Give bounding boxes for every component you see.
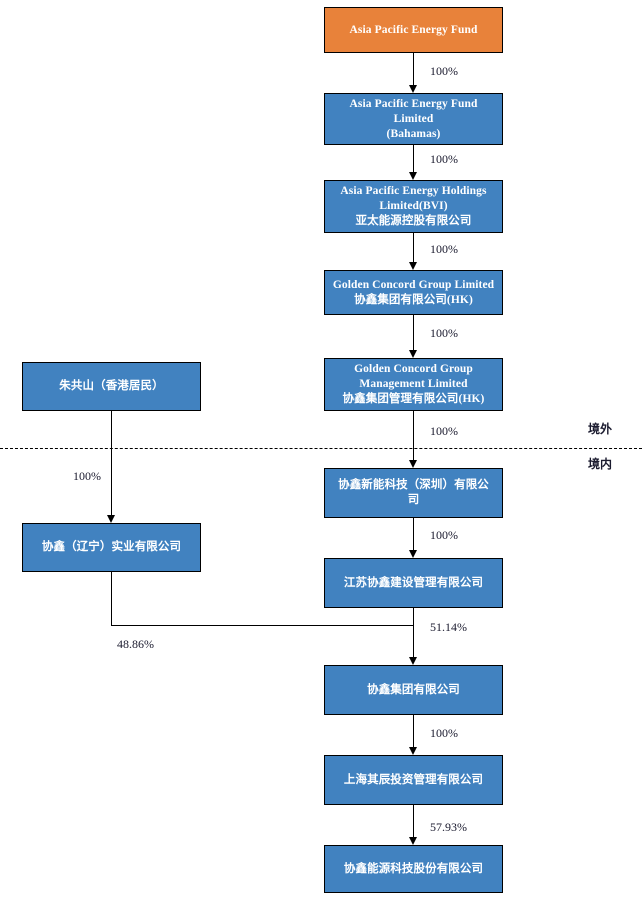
node-asia-pacific-energy-holdings[interactable]: Asia Pacific Energy Holdings Limited(BVI… xyxy=(324,180,503,233)
connector-n6-n7 xyxy=(413,518,414,550)
arrow-n2-n3 xyxy=(409,172,417,180)
edge-label-n2-n3: 100% xyxy=(430,152,458,166)
connector-n3-n4 xyxy=(413,233,414,262)
connector-n7-n8 xyxy=(413,608,414,657)
node-line: 江苏协鑫建设管理有限公司 xyxy=(343,576,484,589)
connector-n1-n2 xyxy=(413,53,414,85)
onshore-offshore-divider xyxy=(0,448,642,449)
node-line: 朱共山（香港居民） xyxy=(59,380,164,392)
node-line: 协鑫能源科技股份有限公司 xyxy=(343,862,484,875)
node-line: Golden Concord Group xyxy=(354,363,473,375)
zone-label-domestic: 境内 xyxy=(588,457,613,471)
node-golden-concord-group-management[interactable]: Golden Concord Group Management Limited … xyxy=(324,358,503,411)
node-gcl-group-co-ltd[interactable]: 协鑫集团有限公司 xyxy=(324,665,503,715)
edge-label-n3-n4: 100% xyxy=(430,242,458,256)
arrow-n6-n7 xyxy=(409,550,417,558)
edge-label-n6-n7: 100% xyxy=(430,528,458,542)
node-line: 协鑫集团有限公司 xyxy=(367,683,460,696)
arrow-n9-n10 xyxy=(409,837,417,845)
node-golden-concord-group-limited[interactable]: Golden Concord Group Limited 协鑫集团有限公司(HK… xyxy=(324,270,503,315)
connector-L2-elbow-vertical xyxy=(111,572,112,625)
zone-label-overseas: 境外 xyxy=(588,422,613,436)
node-shanghai-qichen-investment-management[interactable]: 上海其辰投资管理有限公司 xyxy=(324,755,503,805)
edge-label-n5-n6: 100% xyxy=(430,424,458,438)
edge-label-n9-n10: 57.93% xyxy=(430,820,467,834)
arrow-L1-L2 xyxy=(107,515,115,523)
arrow-n4-n5 xyxy=(409,350,417,358)
node-line: (Bahamas) xyxy=(386,127,441,140)
edge-label-n1-n2: 100% xyxy=(430,64,458,78)
node-line: 协鑫（辽宁）实业有限公司 xyxy=(41,541,182,553)
arrow-n3-n4 xyxy=(409,262,417,270)
edge-label-n7-n8: 51.14% xyxy=(430,620,467,634)
arrow-n8-n9 xyxy=(409,747,417,755)
node-gcl-energy-technology-co-ltd[interactable]: 协鑫能源科技股份有限公司 xyxy=(324,845,503,893)
edge-label-n4-n5: 100% xyxy=(430,326,458,340)
node-line: 协鑫集团有限公司(HK) xyxy=(354,293,473,306)
node-gcl-new-energy-technology-shenzhen[interactable]: 协鑫新能科技（深圳）有限公 司 xyxy=(324,468,503,518)
node-zhu-gongshan[interactable]: 朱共山（香港居民） xyxy=(22,362,201,411)
edge-label-L2-n8: 48.86% xyxy=(117,637,154,651)
node-line: 司 xyxy=(407,494,420,506)
arrow-n7-n8 xyxy=(409,657,417,665)
node-jiangsu-gcl-construction-management[interactable]: 江苏协鑫建设管理有限公司 xyxy=(324,558,503,608)
connector-n9-n10 xyxy=(413,805,414,837)
node-line: Asia Pacific Energy Holdings xyxy=(340,185,487,197)
node-gcl-liaoning-industrial[interactable]: 协鑫（辽宁）实业有限公司 xyxy=(22,523,201,572)
node-line: Golden Concord Group Limited xyxy=(332,278,495,291)
node-line: Asia Pacific Energy Fund xyxy=(349,23,478,36)
connector-n8-n9 xyxy=(413,715,414,747)
arrow-n5-n6 xyxy=(409,460,417,468)
node-asia-pacific-energy-fund-limited[interactable]: Asia Pacific Energy Fund Limited (Bahama… xyxy=(324,93,503,145)
connector-L2-elbow-horizontal xyxy=(111,625,414,626)
connector-n5-n6 xyxy=(413,411,414,460)
node-line: 上海其辰投资管理有限公司 xyxy=(343,773,484,786)
edge-label-L1-L2: 100% xyxy=(73,469,101,483)
connector-L1-L2 xyxy=(111,411,112,515)
arrow-n1-n2 xyxy=(409,85,417,93)
connector-n2-n3 xyxy=(413,145,414,172)
node-line: 协鑫新能科技（深圳）有限公 xyxy=(338,479,489,491)
node-line: Asia Pacific Energy Fund xyxy=(349,97,478,110)
node-line: Limited xyxy=(393,112,434,125)
connector-n4-n5 xyxy=(413,315,414,350)
node-line: 协鑫集团管理有限公司(HK) xyxy=(342,393,485,405)
node-line: Management Limited xyxy=(359,378,468,390)
node-line: Limited(BVI) xyxy=(379,200,448,212)
node-asia-pacific-energy-fund[interactable]: Asia Pacific Energy Fund xyxy=(324,7,503,53)
node-line: 亚太能源控股有限公司 xyxy=(355,215,472,227)
edge-label-n8-n9: 100% xyxy=(430,726,458,740)
